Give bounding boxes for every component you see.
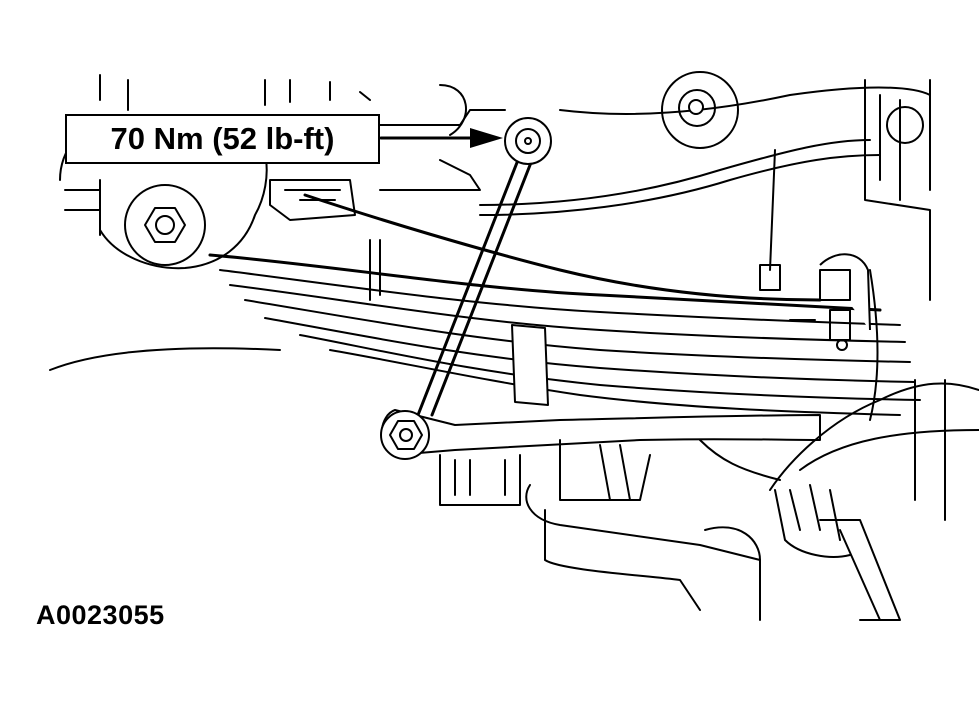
hanger-bolt-hex-icon bbox=[144, 207, 186, 243]
spring-clip bbox=[511, 324, 549, 406]
body-mount-bosses bbox=[661, 71, 924, 149]
stabilizer-bar bbox=[380, 409, 821, 460]
callout-leader bbox=[379, 128, 503, 148]
frame-outline bbox=[99, 74, 931, 301]
arrow-head-icon bbox=[470, 128, 503, 148]
leaf-spring-pack bbox=[208, 239, 921, 416]
stabilizer-link-upper-nut bbox=[504, 117, 552, 165]
figure-id: A0023055 bbox=[36, 600, 165, 630]
torque-label: 70 Nm (52 lb-ft) bbox=[110, 121, 335, 156]
ground-line bbox=[49, 347, 281, 371]
brake-line bbox=[303, 149, 879, 421]
wheel-assembly bbox=[704, 379, 979, 621]
torque-callout: 70 Nm (52 lb-ft) bbox=[65, 114, 380, 164]
lower-link-nut-hex-icon bbox=[389, 420, 423, 450]
spring-hanger bbox=[59, 124, 356, 270]
stabilizer-link bbox=[416, 117, 552, 417]
axle-housing bbox=[439, 439, 781, 621]
